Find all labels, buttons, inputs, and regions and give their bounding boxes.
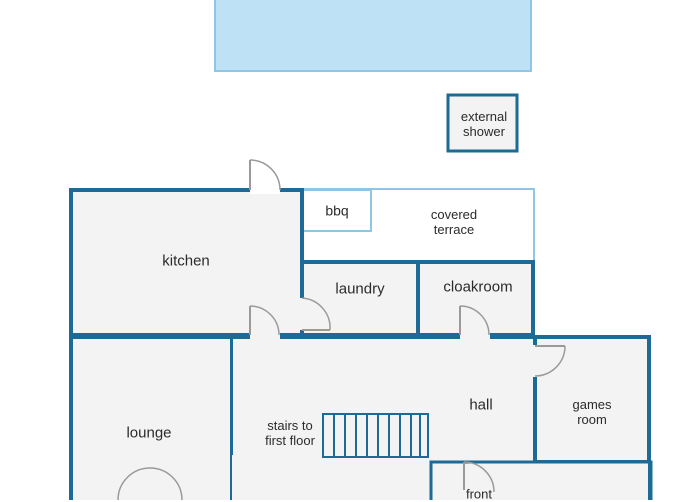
kitchen-room: [69, 188, 304, 337]
label-games-room: games room: [572, 397, 612, 427]
label-bbq: bbq: [325, 202, 349, 219]
label-external-shower: external shower: [460, 109, 508, 139]
label-lounge: lounge: [126, 424, 172, 442]
label-laundry: laundry: [335, 280, 385, 298]
door-kitchen-exterior: [249, 159, 281, 194]
laundry-room: [300, 260, 420, 337]
door-games-room: [531, 345, 566, 377]
staircase: [322, 413, 429, 458]
lounge-room: [69, 335, 234, 500]
label-hall: hall: [469, 396, 493, 414]
pool: [214, 0, 532, 72]
door-cloakroom: [459, 305, 490, 341]
games-room: [533, 335, 651, 464]
door-kitchen-hall: [249, 305, 280, 341]
cloakroom-room: [416, 260, 535, 337]
door-lounge-double: [117, 467, 183, 500]
label-front: front: [465, 486, 493, 502]
label-kitchen: kitchen: [162, 252, 210, 270]
bbq-area: [301, 189, 372, 232]
label-covered-terrace: covered terrace: [430, 207, 478, 237]
label-cloakroom: cloakroom: [443, 278, 513, 296]
label-stairs: stairs to first floor: [265, 418, 315, 448]
door-front: [463, 461, 495, 493]
door-laundry: [298, 297, 331, 331]
external-shower-room: [446, 93, 519, 153]
